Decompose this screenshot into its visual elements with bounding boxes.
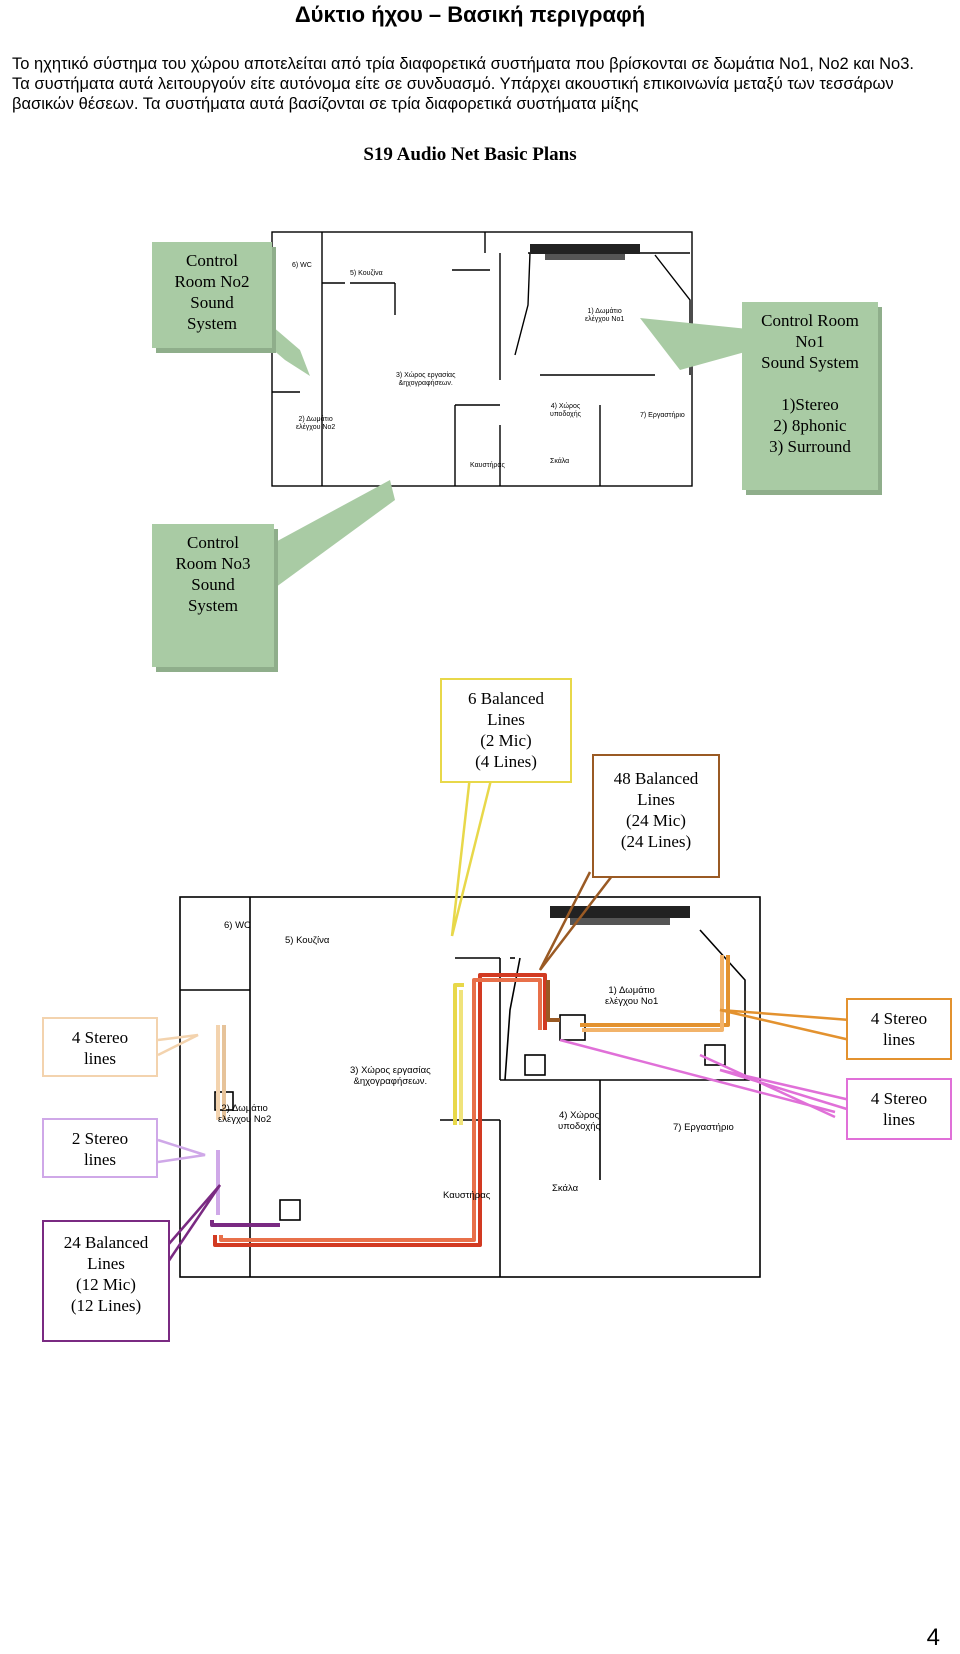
floor-plan-top [271,231,693,487]
callout-4-stereo-right-top: 4 Stereo lines [846,998,952,1060]
intro-paragraph: Το ηχητικό σύστημα του χώρου αποτελείται… [12,55,914,113]
room-label-control1: 1) Δωμάτιο ελέγχου Νο1 [585,308,625,323]
room-label-workspace-bottom: 3) Χώρος εργασίας &ηχογραφήσεων. [350,1065,431,1087]
callout-pointers-top [250,318,758,590]
room-label-wc-bottom: 6) WC [224,920,251,931]
mixing-console-bottom [550,906,690,925]
callout-6-balanced-lines: 6 Balanced Lines (2 Mic) (4 Lines) [440,678,572,783]
plan-title: S19 Audio Net Basic Plans [363,144,577,165]
callout-pointers-bottom [157,775,851,1263]
callout-4-stereo-left: 4 Stereo lines [42,1017,158,1077]
room-label-control2-bottom: 2) Δωμάτιο ελέγχου Νο2 [218,1103,272,1125]
room-label-control1-bottom: 1) Δωμάτιο ελέγχου Νο1 [605,985,659,1007]
room-label-boiler: Καυστήρας [470,462,505,469]
callout-control-room-2: Control Room No2 Sound System [152,242,272,348]
room-label-reception-bottom: 4) Χώρος υποδοχής [558,1110,601,1132]
room-label-boiler-bottom: Καυστήρας [443,1190,491,1201]
callout-control-room-3: Control Room No3 Sound System [152,524,274,667]
callout-24-balanced-lines: 24 Balanced Lines (12 Mic) (12 Lines) [42,1220,170,1342]
mixing-console-top [530,244,640,260]
room-label-stairs-bottom: Σκάλα [552,1183,579,1194]
room-label-stairs: Σκάλα [550,458,570,465]
room-label-workspace: 3) Χώρος εργασίας &ηχογραφήσεων. [396,372,456,387]
callout-control-room-1: Control Room No1 Sound System 1)Stereo 2… [742,302,878,490]
page-title: Δύκτιο ήχου – Βασική περιγραφή [294,2,646,27]
room-label-wc: 6) WC [292,262,312,269]
room-label-lab-bottom: 7) Εργαστήριο [673,1122,734,1133]
room-label-kitchen-bottom: 5) Κουζίνα [285,935,330,946]
page-number: 4 [926,1624,940,1651]
callout-48-balanced-lines: 48 Balanced Lines (24 Mic) (24 Lines) [592,754,720,878]
callout-2-stereo-left: 2 Stereo lines [42,1118,158,1178]
room-label-kitchen: 5) Κουζίνα [350,270,383,277]
callout-4-stereo-right-bottom: 4 Stereo lines [846,1078,952,1140]
room-label-lab: 7) Εργαστήριο [640,412,685,419]
cable-runs [210,955,836,1247]
room-label-reception: 4) Χώρος υποδοχής [550,403,581,418]
room-label-control2: 2) Δωμάτιο ελέγχου Νο2 [296,416,336,431]
floor-plan-bottom [179,896,761,1278]
